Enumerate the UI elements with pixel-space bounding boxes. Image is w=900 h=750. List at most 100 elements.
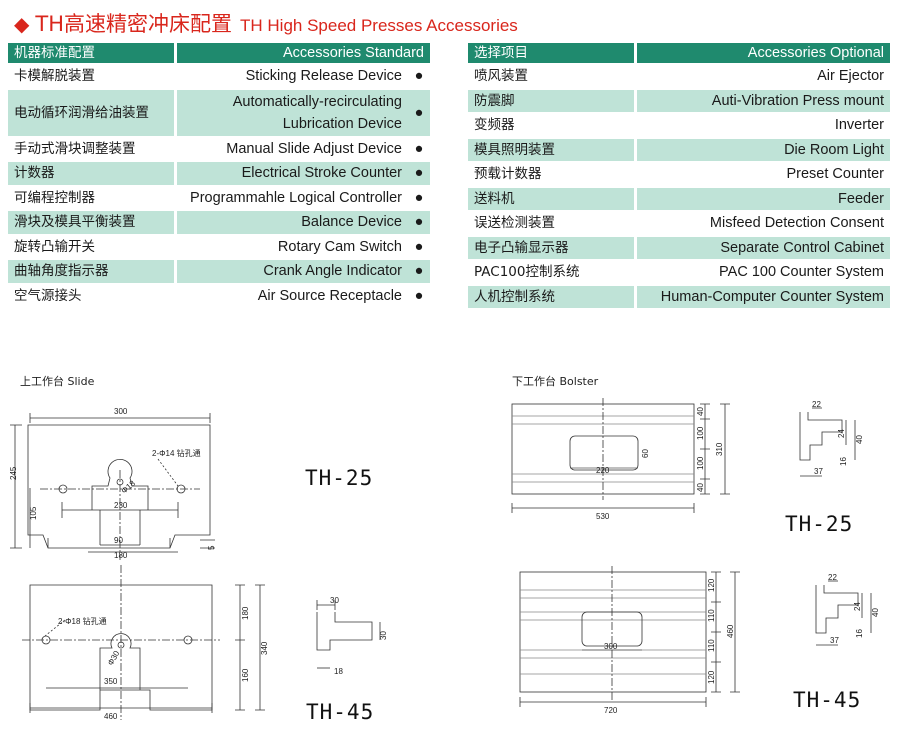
row-en: Electrical Stroke Counter xyxy=(177,162,408,185)
bullet-icon: ● xyxy=(408,89,430,136)
row-en: Separate Control Cabinet xyxy=(637,236,890,259)
row-cn: 防震脚 xyxy=(468,89,637,112)
dim-tslot45b-top: 22 xyxy=(828,573,837,582)
row-en: Manual Slide Adjust Device xyxy=(177,137,408,160)
row-en: Balance Device xyxy=(177,211,408,234)
dimension-labels: 300 245 2-Φ14 钻孔通 Φ18 230 105 90 180 5 1… xyxy=(9,400,880,721)
dim-tslot25-top: 22 xyxy=(812,400,821,409)
header-en: Accessories Optional xyxy=(637,43,890,63)
row-en: Air Source Receptacle xyxy=(177,284,408,307)
row-en: Sticking Release Device xyxy=(177,65,408,88)
dim-tslot45b-d3: 16 xyxy=(855,629,864,638)
dim-slide45-center: Φ30 xyxy=(106,649,122,667)
dim-bolster45-total: 460 xyxy=(726,624,735,638)
model-label-bolster-th45: TH-45 xyxy=(793,688,862,712)
table-row: PAC100控制系统 PAC 100 Counter System xyxy=(468,261,890,284)
dim-slide25-lower: 105 xyxy=(29,506,38,520)
table-row: 误送检测装置 Misfeed Detection Consent xyxy=(468,212,890,235)
dim-tslot45b-bottom: 37 xyxy=(830,636,839,645)
row-cn: 误送检测装置 xyxy=(468,212,637,235)
dim-tslot25-d2: 40 xyxy=(855,435,864,444)
row-en: Inverter xyxy=(637,114,890,137)
row-cn: 预载计数器 xyxy=(468,163,637,186)
row-en: Programmahle Logical Controller xyxy=(177,186,408,209)
row-cn: 模具照明装置 xyxy=(468,138,637,161)
dim-slide25-hole-note: 2-Φ14 钻孔通 xyxy=(152,448,201,458)
dim-bolster25-slot: 60 xyxy=(641,449,650,458)
row-cn: 人机控制系统 xyxy=(468,285,637,308)
bolster-th25-drawing xyxy=(511,398,730,513)
table-row: 变频器 Inverter xyxy=(468,114,890,137)
page-title: ◆ TH高速精密冲床配置 TH High Speed Presses Acces… xyxy=(14,8,518,36)
header-cn: 机器标准配置 xyxy=(8,43,177,63)
dim-bolster45-r2: 110 xyxy=(707,609,716,622)
row-en: Preset Counter xyxy=(637,163,890,186)
table-header: 选择项目 Accessories Optional xyxy=(468,43,890,63)
optional-accessories-table: 选择项目 Accessories Optional 喷风装置 Air Eject… xyxy=(468,41,890,310)
dim-slide45-upper: 180 xyxy=(241,606,250,620)
dim-bolster45-r3: 110 xyxy=(707,639,716,652)
table-row: 电子凸输显示器 Separate Control Cabinet xyxy=(468,236,890,259)
table-row: 人机控制系统 Human-Computer Counter System xyxy=(468,285,890,308)
model-label-slide-th25: TH-25 xyxy=(305,466,374,490)
row-en-line1: Automatically-recirculating xyxy=(232,93,402,110)
row-cn: 电子凸输显示器 xyxy=(468,236,637,259)
dim-bolster25-total: 310 xyxy=(715,442,724,456)
row-cn: 喷风装置 xyxy=(468,65,637,88)
dim-bolster25-r4: 40 xyxy=(696,483,705,492)
dim-bolster45-r1: 120 xyxy=(707,578,716,592)
header-cn: 选择项目 xyxy=(468,43,637,63)
dim-bolster45-width: 720 xyxy=(604,706,618,715)
dim-bolster25-r3: 100 xyxy=(696,456,705,470)
dim-slide45-span: 350 xyxy=(104,677,118,686)
header-en: Accessories Standard xyxy=(177,43,430,63)
model-label-bolster-th25: TH-25 xyxy=(785,512,854,536)
bullet-icon: ● xyxy=(408,65,430,88)
bolster-th45-tslot xyxy=(815,580,872,646)
bullet-icon: ● xyxy=(408,260,430,283)
row-cn: 空气源接头 xyxy=(8,284,177,307)
dim-tslot45b-d1: 24 xyxy=(853,602,862,611)
bolster-th25-tslot xyxy=(799,407,856,477)
dim-tslot45b-d2: 40 xyxy=(871,608,880,617)
dim-tslot45-top: 30 xyxy=(330,596,339,605)
bullet-icon: ● xyxy=(408,235,430,258)
row-cn: 计数器 xyxy=(8,162,177,185)
row-cn: 旋转凸输开关 xyxy=(8,235,177,258)
standard-accessories-table: 机器标准配置 Accessories Standard 卡模解脱装置 Stick… xyxy=(8,41,430,309)
bullet-icon: ● xyxy=(408,162,430,185)
model-label-slide-th45: TH-45 xyxy=(306,700,375,724)
row-en: Air Ejector xyxy=(637,65,890,88)
table-row: 卡模解脱装置 Sticking Release Device ● xyxy=(8,65,430,88)
table-row: 手动式滑块调整装置 Manual Slide Adjust Device ● xyxy=(8,137,430,160)
diamond-icon: ◆ xyxy=(14,12,30,36)
table-row: 旋转凸输开关 Rotary Cam Switch ● xyxy=(8,235,430,258)
row-en: Crank Angle Indicator xyxy=(177,260,408,283)
table-row: 送料机 Feeder xyxy=(468,187,890,210)
dim-slide25-height: 245 xyxy=(9,466,18,480)
dim-tslot45-depth: 30 xyxy=(379,631,388,640)
table-row: 模具照明装置 Die Room Light xyxy=(468,138,890,161)
bolster-th45-drawing xyxy=(519,566,740,707)
row-en: Human-Computer Counter System xyxy=(637,285,890,308)
bullet-icon: ● xyxy=(408,186,430,209)
dim-slide45-total: 340 xyxy=(260,641,269,655)
dim-slide25-step: 5 xyxy=(207,545,216,550)
bullet-icon: ● xyxy=(408,211,430,234)
table-row: 曲轴角度指示器 Crank Angle Indicator ● xyxy=(8,260,430,283)
row-cn: 卡模解脱装置 xyxy=(8,65,177,88)
row-cn: 电动循环润滑给油装置 xyxy=(8,89,177,136)
bullet-icon: ● xyxy=(408,284,430,307)
dim-bolster25-opening: 220 xyxy=(596,466,610,475)
title-en: TH High Speed Presses Accessories xyxy=(240,16,518,35)
dim-bolster45-r4: 120 xyxy=(707,670,716,684)
row-en: PAC 100 Counter System xyxy=(637,261,890,284)
row-cn: PAC100控制系统 xyxy=(468,261,637,284)
row-cn: 可编程控制器 xyxy=(8,186,177,209)
dim-bolster45-opening: 300 xyxy=(604,642,618,651)
dim-tslot25-d1: 24 xyxy=(837,429,846,438)
table-row: 滑块及模具平衡装置 Balance Device ● xyxy=(8,211,430,234)
